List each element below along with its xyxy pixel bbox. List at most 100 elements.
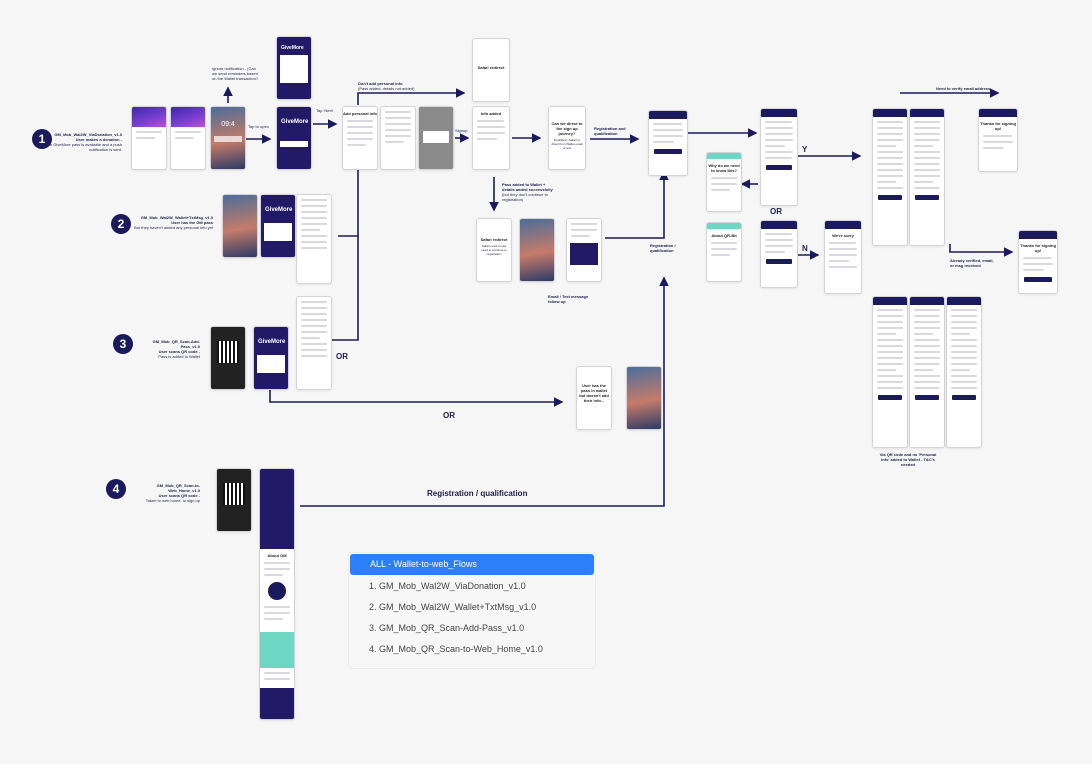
note-reg-qual-2: Registration / qualification [650,243,690,253]
screen-thanks-verify: Thanks for signing up! [978,108,1018,172]
note-email-text: Email / Text message follow up [548,294,592,304]
screen-personal-details-2 [760,220,798,288]
screen-can-we-direct: Can we direct to the sign up journey? Em… [548,106,586,170]
screen-qr-scan [210,326,246,390]
note-reg-qual-1-text: Registration and qualification [594,126,626,136]
thanks-verify-title: Thanks for signing up! [980,121,1016,131]
screen-create-account-2 [909,108,945,246]
screen-donation-1 [131,106,167,170]
flow-3-badge: 3 [113,334,133,354]
note-signup: Signup [455,128,468,133]
screen-create-account-3 [872,296,908,448]
flow-option-4[interactable]: 4. GM_Mob_QR_Scan-to-Web_Home_v1.0 [369,644,543,654]
lock-time: 09:4 [221,121,235,128]
note-ignore: Ignore notification - (Can we send remin… [212,66,259,81]
screen-pass-preview: GiveMore [276,36,312,100]
info-added-title: Info added [480,111,502,116]
flow-option-all[interactable]: ALL - Wallet-to-web_Flows [350,554,594,575]
note-email-text-title: Email / Text message follow up [548,294,589,304]
flow-2-desc: But they haven't added any personal info… [134,225,213,230]
note-dont-add: Don't add personal info (Pass added, det… [358,81,414,91]
arrow-already-verified [949,244,1014,257]
label-y: Y [802,145,808,154]
add-personal-title: Add personal info [343,111,377,116]
note-tap-next: Tap 'Next' [316,108,334,113]
note-pass-added: Pass added to Wallet + details added suc… [502,182,554,202]
label-or-2: OR [443,411,455,420]
pass-3-logo: GiveMore [258,339,286,345]
flow-3-label: GM_Mob_QR_Scan-Add-Pass_v1.0 User scans … [136,339,200,359]
screen-pass-settings [296,194,332,284]
flow-3-subtitle: User scans QR code - [158,349,200,354]
note-already-verified: Already verified, email, or msg received [950,258,994,268]
flow-2-badge: 2 [111,214,131,234]
screen-create-account-4 [909,296,945,448]
flow-option-1[interactable]: 1. GM_Mob_Wal2W_ViaDonation_v1.0 [369,581,526,591]
screen-thanks: Thanks for signing up! [1018,230,1058,294]
screen-were-sorry: We're sorry [824,220,862,294]
flow-3-desc: Pass is added to Wallet [158,354,200,359]
arrow-flow4 [300,276,669,507]
flow-4-title: GM_Mob_QR_Scan-to-Web_Home_v1.0 [156,483,200,493]
note-already-verified-text: Already verified, email, or msg received [950,258,994,268]
flow-1-subtitle: User makes a donation - [75,137,122,142]
flow-4-desc: Taken to web home, to sign up [145,498,200,503]
flow-4-label: GM_Mob_QR_Scan-to-Web_Home_v1.0 User sca… [128,483,200,503]
flow-option-3[interactable]: 3. GM_Mob_QR_Scan-Add-Pass_v1.0 [369,623,525,633]
can-we-direct-sub: Email/text, Safari to direct from Wallet… [551,138,583,150]
note-pass-added-title: Pass added to Wallet + details added suc… [502,182,553,192]
thanks-title: Thanks for signing up! [1020,243,1056,253]
screen-pass-settings-2 [296,296,332,390]
screen-web-home: About GM [259,468,295,720]
flow-option-2[interactable]: 2. GM_Mob_Wal2W_Wallet+TxtMsg_v1.0 [369,602,537,612]
note-tap-open: Tap to open [248,124,269,129]
screen-create-account-1 [872,108,908,246]
about-qr-title: About QR-Bit [711,233,737,238]
screen-qr-scan-2 [216,468,252,532]
note-need-verify-text: Need to verify email address [936,86,991,91]
label-n: N [802,244,808,253]
pass-logo-top: GiveMore [281,45,304,51]
note-via-qr-text: Via QR code and no 'Personal info' added… [879,452,937,467]
note-dont-add-sub: (Pass added, details not added) [358,86,415,91]
screen-homescreen-3 [626,366,662,430]
were-sorry-title: We're sorry [832,233,854,238]
note-pass-added-sub: (but they don't continue to registration… [502,192,548,202]
flow-2-title: GM_Mob_Wal2W_Wallet+TxtMsg_v1.0 [140,215,213,220]
label-reg-qual-big: Registration / qualification [427,489,528,498]
flow-2-subtitle: User has the GM pass [171,220,213,225]
label-or-1: OR [336,352,348,361]
note-dont-add-title: Don't add personal info [358,81,403,86]
screen-homescreen [222,194,258,258]
flow-1-label: GM_Mob_Wal2W_ViaDonation_v1.0 User makes… [30,132,122,152]
flow-2-label: GM_Mob_Wal2W_Wallet+TxtMsg_v1.0 User has… [133,215,213,230]
screen-safari-redirect: Safari redirect Safari need to see need … [476,218,512,282]
screen-register [648,110,688,176]
screen-modal [418,106,454,170]
screen-pass: GiveMore [276,106,312,170]
screen-homescreen-2 [519,218,555,282]
screen-donation-2 [170,106,206,170]
arrow-dont-add [357,88,466,105]
note-reg-qual-2-text: Registration / qualification [650,243,676,253]
flow-1-title: GM_Mob_Wal2W_ViaDonation_v1.0 [54,132,122,137]
pass-2-logo: GiveMore [265,207,293,213]
screen-personal-details [760,108,798,206]
web-home-about: About GM [267,553,287,558]
screen-pass-3: GiveMore [253,326,289,390]
flow-4-subtitle: User scans QR code - [158,493,200,498]
flow-3-title: GM_Mob_QR_Scan-Add-Pass_v1.0 [152,339,200,349]
pass-logo: GiveMore [281,119,309,125]
screen-push-notification: 09:4 [210,106,246,170]
screen-sms [566,218,602,282]
screen-about-qr: About QR-Bit [706,222,742,282]
safari-redirect-title: Safari redirect [480,237,508,242]
flow-selector: ALL - Wallet-to-web_Flows 1. GM_Mob_Wal2… [348,552,596,669]
screen-pass-2: GiveMore [260,194,296,258]
safari-redirect-top-title: Safari redirect [477,65,505,70]
flow-1-desc: The GiveMore pass is available and a pus… [45,142,122,152]
screen-safari-redirect-top: Safari redirect [472,38,510,102]
note-via-qr: Via QR code and no 'Personal info' added… [878,452,938,467]
screen-create-account-5 [946,296,982,448]
